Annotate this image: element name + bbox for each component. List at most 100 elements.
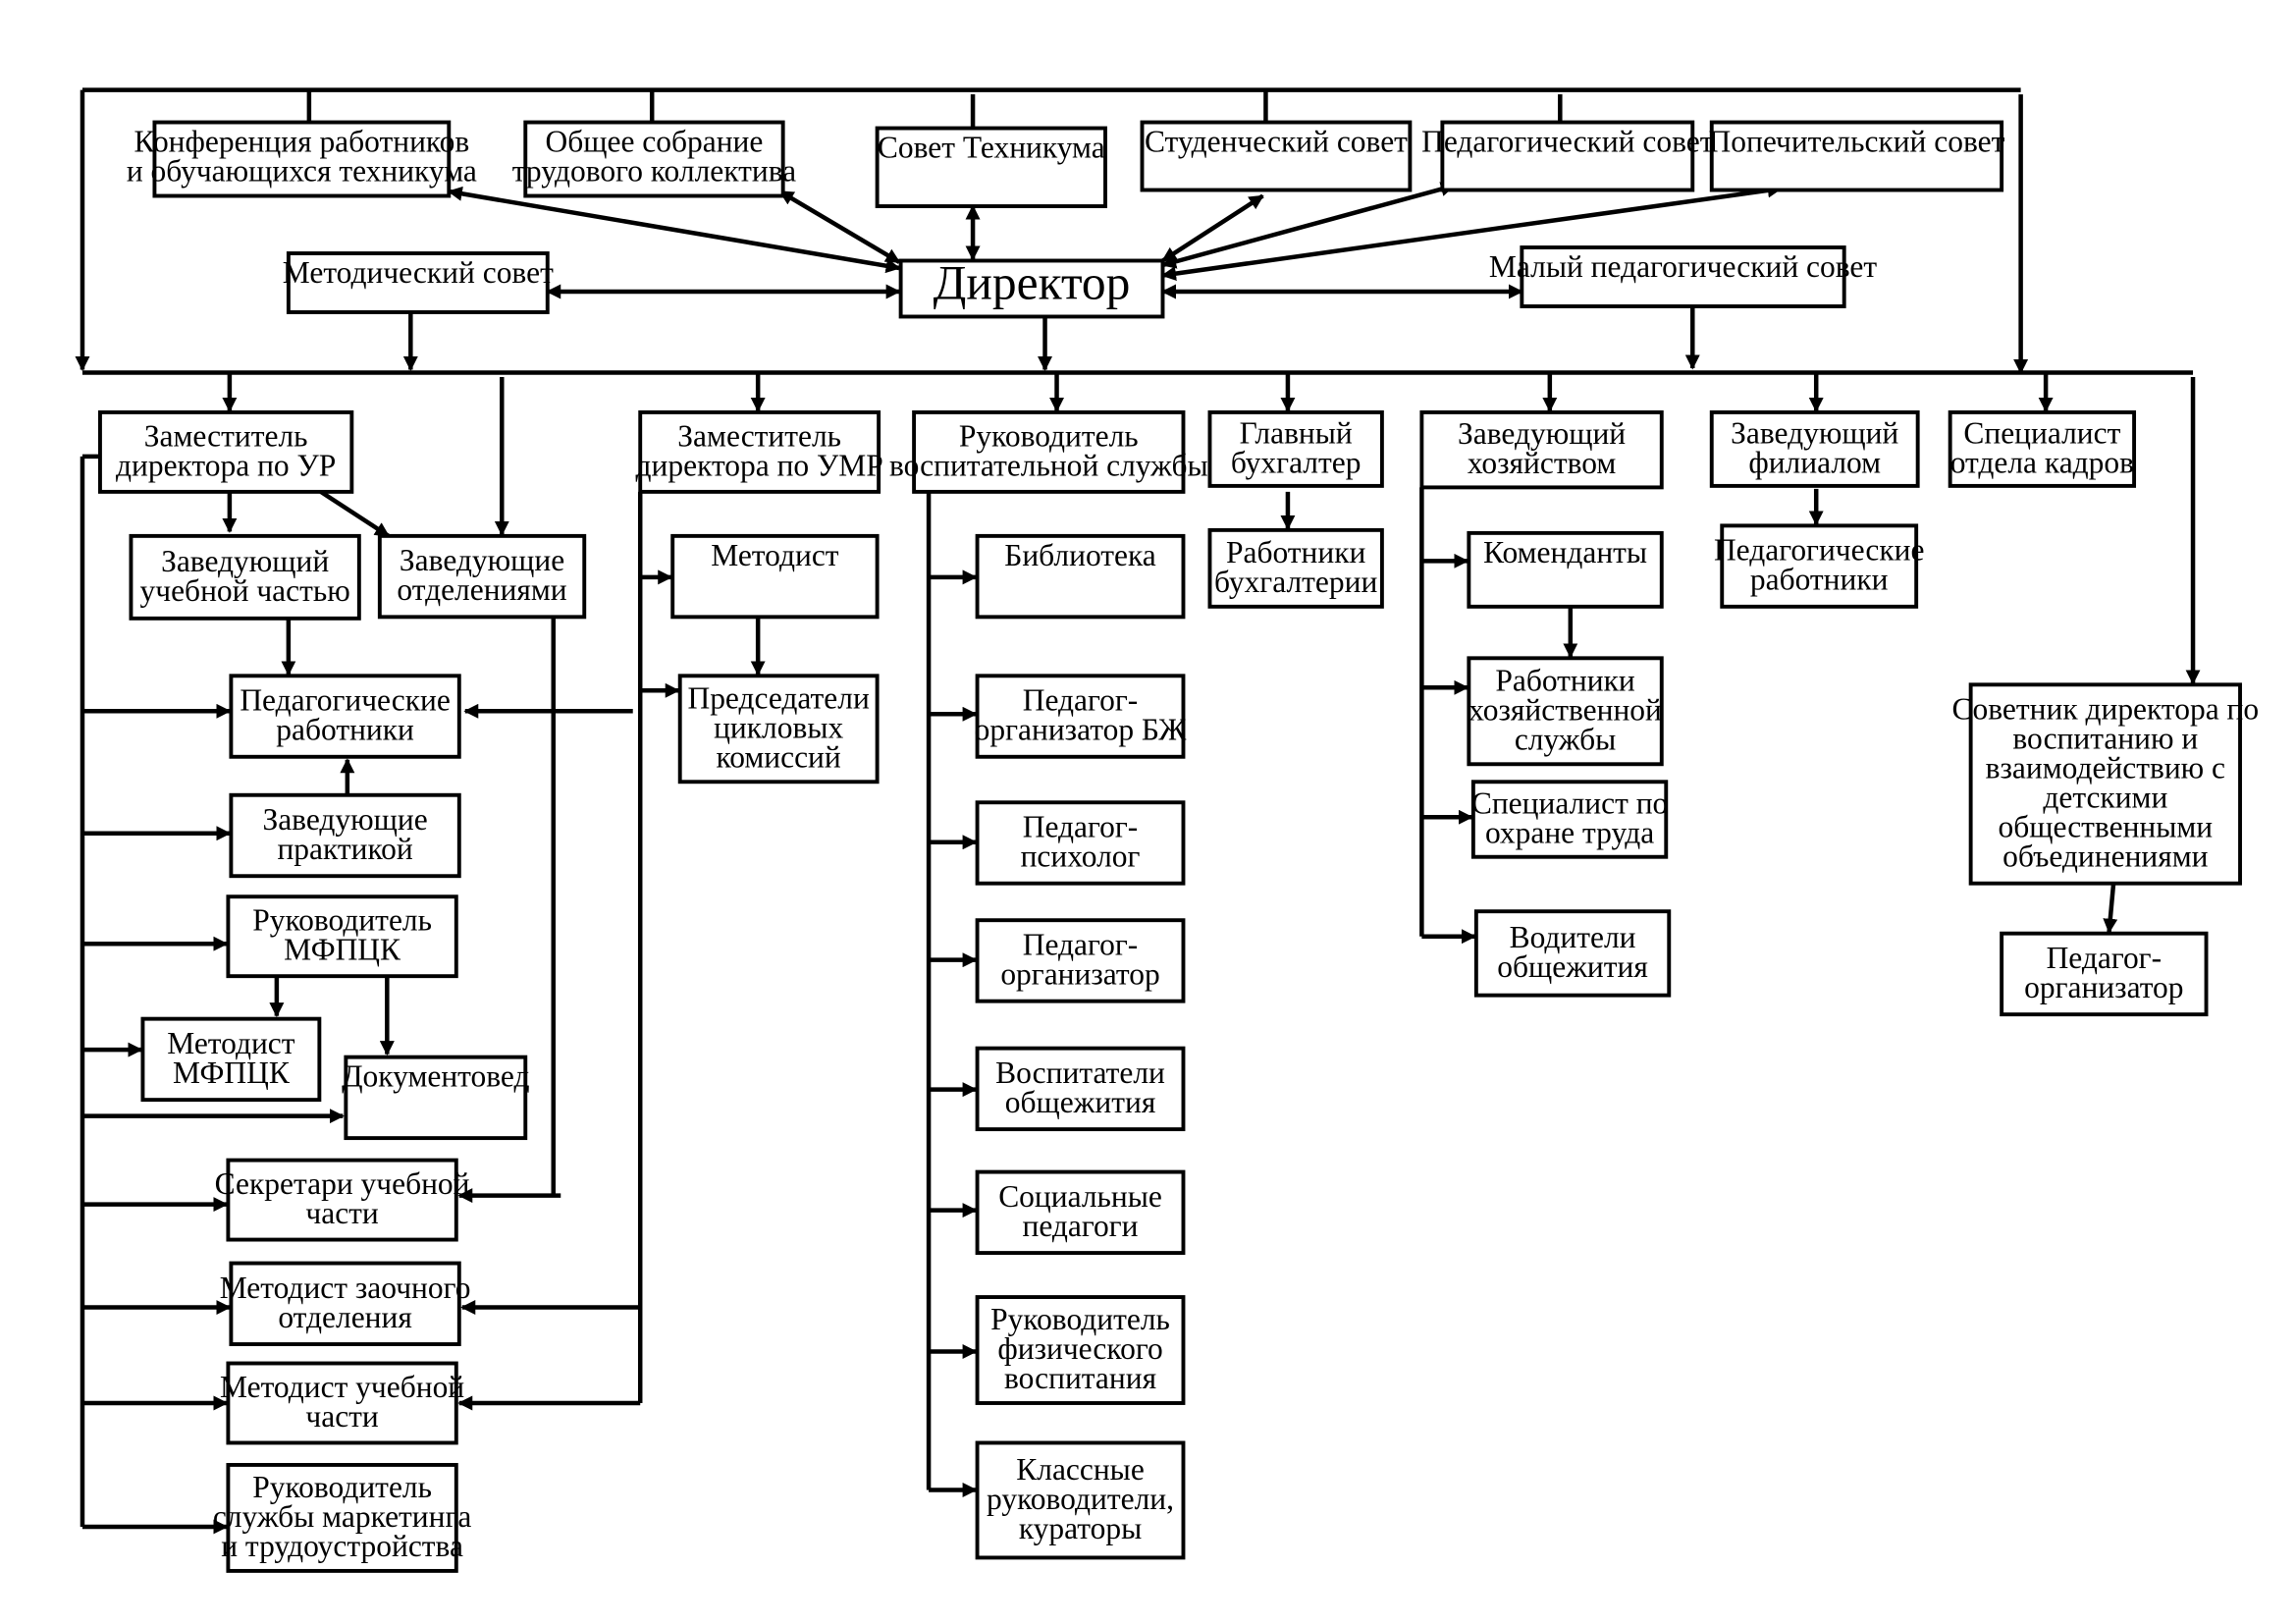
box xyxy=(670,533,880,620)
box xyxy=(1520,245,1846,308)
box xyxy=(226,894,458,979)
node-label: работники xyxy=(276,713,414,747)
box xyxy=(229,792,461,879)
node-label: Заведующий xyxy=(1731,415,1898,450)
node-label: комиссий xyxy=(717,739,841,774)
box xyxy=(1709,409,1920,488)
node-label: Специалист по xyxy=(1471,785,1668,820)
node-trustee-council: Попечительский совет xyxy=(1709,120,2005,192)
node-label: Заведующий xyxy=(1458,416,1626,451)
node-label: Работники xyxy=(1495,663,1635,697)
node-label: Водители xyxy=(1510,920,1636,954)
node-label: Попечительский совет xyxy=(1709,125,2005,159)
node-label: части xyxy=(305,1399,379,1434)
box xyxy=(898,258,1165,319)
node-label: охране труда xyxy=(1485,815,1654,849)
box xyxy=(377,533,587,620)
node-label: руководители, xyxy=(987,1482,1174,1516)
box xyxy=(975,1295,1186,1405)
box xyxy=(912,409,1186,494)
node-label: физического xyxy=(997,1331,1162,1366)
node-label: и обучающихся техникума xyxy=(127,154,477,189)
node-label: педагоги xyxy=(1023,1209,1139,1243)
node-label: Педагог- xyxy=(1023,683,1139,718)
box xyxy=(229,1261,461,1346)
box xyxy=(875,126,1107,208)
node-ped-council: Педагогический совет xyxy=(1421,120,1714,192)
node-label: Методист xyxy=(711,538,839,572)
node-label: Работники xyxy=(1226,535,1366,569)
node-advisor-ped-org: Педагог-организатор xyxy=(2000,931,2209,1017)
box xyxy=(226,1463,458,1573)
box xyxy=(129,533,361,621)
box xyxy=(638,409,881,494)
node-label: объединениями xyxy=(2002,839,2209,873)
node-label: организатор xyxy=(1000,956,1159,991)
node-label: Педагогические xyxy=(240,683,451,718)
node-doc-specialist: Документовед xyxy=(342,1055,530,1141)
node-label: Заместитель xyxy=(677,418,841,453)
node-label: Коменданты xyxy=(1483,535,1647,569)
node-label: кураторы xyxy=(1019,1511,1142,1545)
node-label: Педагог- xyxy=(1023,809,1139,843)
node-label: детскими xyxy=(2043,781,2167,815)
box xyxy=(1140,120,1413,192)
node-ped-psych: Педагог-психолог xyxy=(975,800,1186,886)
box xyxy=(975,1440,1186,1560)
box xyxy=(975,1169,1186,1256)
node-label: Общее собрание xyxy=(546,125,764,159)
box xyxy=(152,120,452,198)
node-label: Методист xyxy=(167,1026,295,1060)
node-label: Конференция работников xyxy=(134,125,470,159)
node-label: Педагогические xyxy=(1714,533,1925,568)
node-label: взаимодействию с xyxy=(1986,751,2225,785)
node-label: Директор xyxy=(934,255,1131,309)
node-label: и трудоустройства xyxy=(221,1529,463,1563)
node-label: Главный xyxy=(1240,415,1353,450)
connector-line xyxy=(2103,883,2118,934)
node-label: службы xyxy=(1515,722,1616,756)
box xyxy=(975,533,1186,620)
node-label: организатор xyxy=(2024,970,2183,1004)
node-label: Руководитель xyxy=(252,903,432,938)
box xyxy=(1440,120,1695,192)
box xyxy=(523,120,785,198)
node-label: цикловых xyxy=(714,710,843,744)
node-label: Малый педагогический совет xyxy=(1489,249,1877,284)
box xyxy=(975,674,1186,759)
node-label: работники xyxy=(1750,563,1889,597)
connector-line xyxy=(1161,183,1783,282)
node-label: воспитания xyxy=(1004,1361,1156,1395)
node-label: Педагогический совет xyxy=(1421,125,1714,159)
connector-line xyxy=(319,490,391,538)
node-commandants: Коменданты xyxy=(1467,530,1664,609)
box xyxy=(226,1158,458,1242)
node-label: воспитательной службы xyxy=(889,448,1208,482)
node-method-council: Методический совет xyxy=(283,251,554,314)
box xyxy=(140,1016,322,1103)
box xyxy=(1207,527,1384,609)
box xyxy=(1207,409,1384,488)
box xyxy=(1720,523,1919,609)
node-label: Библиотека xyxy=(1004,538,1156,572)
node-label: Педагог- xyxy=(1023,927,1139,961)
box xyxy=(1467,656,1664,767)
box xyxy=(344,1055,528,1141)
node-label: Студенческий совет xyxy=(1145,125,1408,159)
box xyxy=(975,1046,1186,1132)
box xyxy=(1470,780,1669,859)
